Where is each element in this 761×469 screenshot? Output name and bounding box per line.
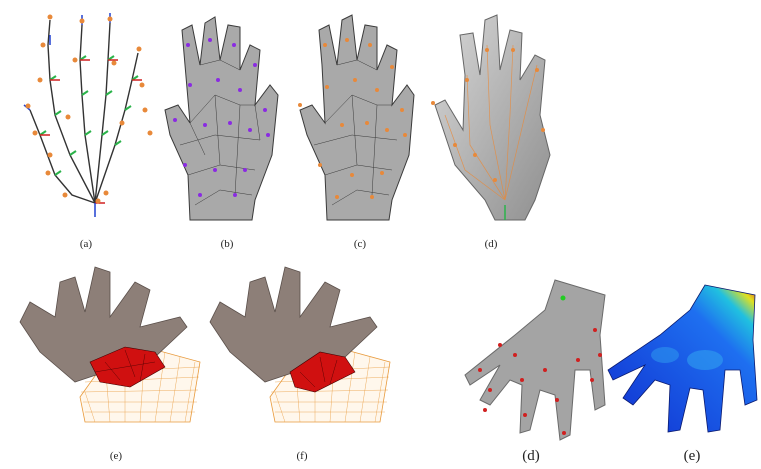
caption-c: (c) xyxy=(340,238,380,250)
panel-a-skeleton xyxy=(10,5,165,235)
caption-a: (a) xyxy=(66,238,106,250)
panel-d-smooth-hand xyxy=(425,5,560,235)
caption-d-top: (d) xyxy=(471,238,511,250)
caption-d-bottom: (d) xyxy=(511,448,551,465)
panel-f-collision-mesh xyxy=(205,262,405,432)
panel-c-mesh-orange-markers xyxy=(292,5,427,235)
panel-d-gray-hand xyxy=(460,275,610,445)
caption-e-heat: (e) xyxy=(672,448,712,465)
panel-e-collision-mesh xyxy=(15,262,215,432)
panel-e-heatmap-hand xyxy=(605,280,760,440)
panel-b-mesh-purple-markers xyxy=(160,5,295,235)
caption-b: (b) xyxy=(207,238,247,250)
caption-e-mesh: (e) xyxy=(96,450,136,462)
caption-f: (f) xyxy=(282,450,322,462)
